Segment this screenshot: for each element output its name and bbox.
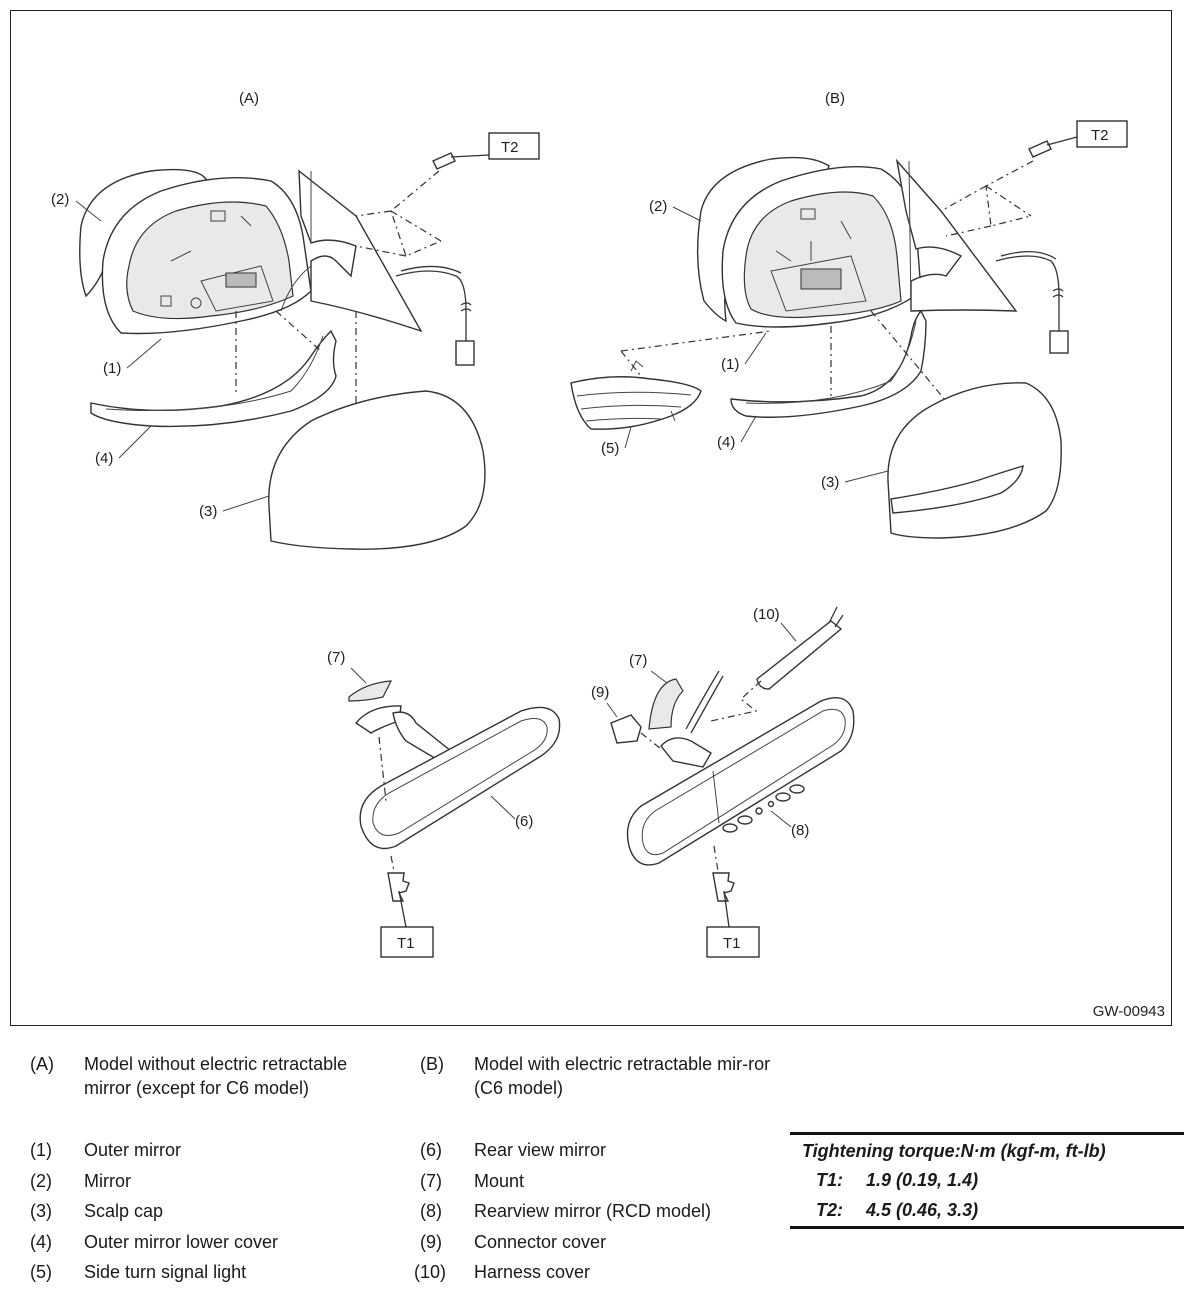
torque-tag-t2-b bbox=[1076, 120, 1128, 148]
harness-connector-b bbox=[1049, 330, 1069, 354]
torque-value: 4.5 (0.46, 3.3) bbox=[866, 1200, 979, 1220]
callout-1-a: (1) bbox=[103, 360, 121, 377]
legend-code: (6) bbox=[420, 1140, 442, 1160]
torque-row: T1: 1.9 (0.19, 1.4) bbox=[790, 1166, 1184, 1196]
legend-code: (2) bbox=[30, 1171, 52, 1191]
legend-desc: Connector cover bbox=[474, 1232, 607, 1252]
callout-9: (9) bbox=[591, 684, 609, 701]
scalp-cap-b bbox=[887, 382, 1062, 539]
legend-code: (9) bbox=[420, 1232, 442, 1252]
harness-cover bbox=[756, 620, 843, 690]
scalp-cap-a bbox=[268, 390, 486, 550]
callout-10: (10) bbox=[753, 606, 780, 623]
torque-tag-t1-left-text: T1 bbox=[397, 935, 415, 952]
torque-table-top-rule bbox=[790, 1132, 1184, 1135]
diagram-drawing: (A) T2 (2) (1) (4) (3) (B) bbox=[51, 90, 1128, 958]
callout-3-a: (3) bbox=[199, 503, 217, 520]
callout-3-b: (3) bbox=[821, 474, 839, 491]
legend-desc: Scalp cap bbox=[84, 1201, 164, 1221]
torque-row: T2: 4.5 (0.46, 3.3) bbox=[790, 1196, 1184, 1226]
mirror-base-a bbox=[298, 169, 423, 333]
bolt-t2-a bbox=[432, 152, 490, 170]
rear-view-mirror bbox=[359, 706, 561, 850]
torque-key: T1: bbox=[816, 1170, 843, 1190]
lower-cover-b bbox=[730, 309, 927, 418]
callout-5-b: (5) bbox=[601, 440, 619, 457]
view-label-a: (A) bbox=[239, 90, 259, 107]
callout-8: (8) bbox=[791, 822, 809, 839]
torque-table: Tightening torque:N·m (kgf-m, ft-lb) T1:… bbox=[790, 1132, 1184, 1229]
turn-signal-light bbox=[570, 376, 702, 430]
legend-code-a: (A) bbox=[30, 1054, 54, 1074]
harness-connector-a bbox=[455, 340, 475, 366]
callout-1-b: (1) bbox=[721, 356, 739, 373]
torque-value: 1.9 (0.19, 1.4) bbox=[866, 1170, 979, 1190]
torque-tag-t2-a-text: T2 bbox=[501, 139, 519, 156]
figure-id: GW-00943 bbox=[1092, 1003, 1165, 1020]
callout-4-a: (4) bbox=[95, 450, 113, 467]
torque-tag-t1-left bbox=[380, 926, 434, 958]
housing-inner-b bbox=[743, 191, 902, 319]
callout-2-b: (2) bbox=[649, 198, 667, 215]
rcd-buttons bbox=[722, 784, 805, 833]
legend-code: (1) bbox=[30, 1140, 52, 1160]
bolt-t2-b bbox=[1028, 136, 1078, 158]
torque-tag-t2-b-text: T2 bbox=[1091, 127, 1109, 144]
legend-desc: Outer mirror bbox=[84, 1140, 182, 1160]
legend-code: (5) bbox=[30, 1262, 52, 1282]
callout-6: (6) bbox=[515, 813, 533, 830]
bolt-t1-left bbox=[387, 872, 410, 902]
housing-inner-a bbox=[126, 201, 294, 320]
torque-key: T2: bbox=[816, 1200, 843, 1220]
legend-code: (8) bbox=[420, 1201, 442, 1221]
torque-heading: Tightening torque:N·m (kgf-m, ft-lb) bbox=[802, 1141, 1106, 1161]
torque-tag-t2-a bbox=[488, 132, 540, 160]
torque-tag-t1-right bbox=[706, 926, 760, 958]
callout-7-left: (7) bbox=[327, 649, 345, 666]
lower-cover-a bbox=[90, 329, 337, 428]
legend-desc: Harness cover bbox=[474, 1262, 591, 1282]
legend-code-b: (B) bbox=[420, 1054, 444, 1074]
view-label-b: (B) bbox=[825, 90, 845, 107]
rcd-rearview-mirror bbox=[626, 697, 855, 866]
torque-table-bottom-rule bbox=[790, 1226, 1184, 1229]
legend-code: (7) bbox=[420, 1171, 442, 1191]
callout-4-b: (4) bbox=[717, 434, 735, 451]
legend-code: (10) bbox=[414, 1262, 447, 1282]
bolt-t1-right bbox=[712, 872, 735, 902]
legend-code: (3) bbox=[30, 1201, 52, 1221]
legend-desc: Mount bbox=[474, 1171, 525, 1191]
legend-desc: Outer mirror lower cover bbox=[84, 1232, 279, 1252]
mount-6 bbox=[348, 680, 393, 702]
legend-desc: Rearview mirror (RCD model) bbox=[474, 1201, 712, 1221]
callout-7-right: (7) bbox=[629, 652, 647, 669]
callout-2-a: (2) bbox=[51, 191, 69, 208]
mirror-base-b bbox=[895, 158, 1018, 312]
mount-8 bbox=[648, 678, 684, 730]
legend-code: (4) bbox=[30, 1232, 52, 1252]
legend-desc: Side turn signal light bbox=[84, 1262, 247, 1282]
legend-desc: Rear view mirror bbox=[474, 1140, 607, 1160]
legend-desc-a: Model without electric retractable mirro… bbox=[84, 1054, 348, 1098]
exploded-diagram: (A) T2 (2) (1) (4) (3) (B) bbox=[10, 10, 1172, 1026]
connector-cover bbox=[610, 714, 642, 744]
legend-desc-b: Model with electric retractable mir-ror … bbox=[474, 1054, 771, 1098]
legend-desc: Mirror bbox=[84, 1171, 131, 1191]
torque-tag-t1-right-text: T1 bbox=[723, 935, 741, 952]
